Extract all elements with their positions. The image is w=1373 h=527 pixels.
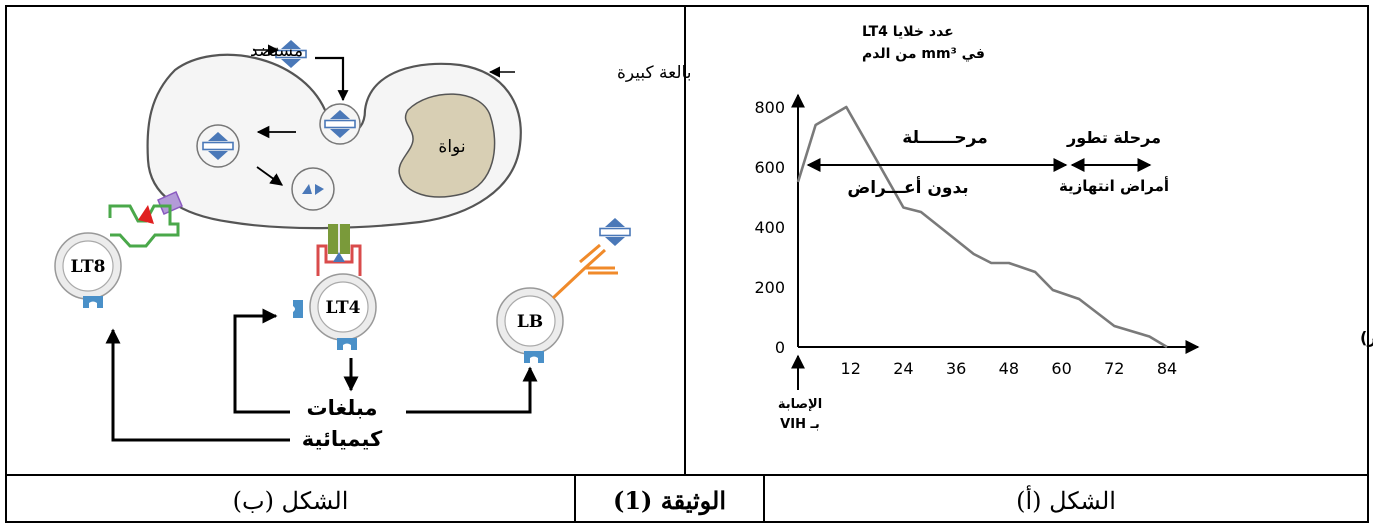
chemical-messengers-line1: مبلغات	[307, 396, 378, 420]
x-tick-label: 84	[1157, 359, 1177, 378]
arrow-to-lt4	[233, 308, 290, 414]
phase2-label-line1: مرحلة تطور	[1066, 128, 1161, 147]
lb-label: LB	[517, 312, 543, 332]
x-tick-label: 72	[1104, 359, 1124, 378]
lt8-label: LT8	[70, 257, 105, 277]
y-tick-labels: 0 200 400 600 800	[754, 98, 785, 357]
antigen-label: مستضد	[250, 41, 303, 61]
lt4-label: LT4	[325, 298, 360, 318]
fragment-icon-1	[302, 184, 312, 194]
y-axis-title-line2: في mm³ من الدم	[862, 46, 985, 62]
lb-receptor-icon	[524, 351, 544, 363]
x-tick-label: 36	[946, 359, 966, 378]
infection-label-line1: الإصابة	[778, 397, 822, 412]
fragment-icon-2	[315, 184, 324, 195]
figure-b-diagram: نواة مستضد بالعة كبيرة LT8	[54, 39, 691, 451]
caption-figure-b: الشكل (ب)	[232, 487, 349, 515]
mhc1-icon	[157, 191, 183, 215]
lt4-receptor-icon	[293, 300, 303, 318]
arrow-to-lb	[406, 366, 538, 414]
x-tick-label: 12	[841, 359, 861, 378]
lt4-secretion-icon	[337, 338, 357, 350]
macrophage-label: بالعة كبيرة	[617, 63, 691, 83]
document-frame	[5, 5, 1369, 523]
lt4-count-line	[796, 105, 1168, 349]
lt8-receptor-icon	[83, 296, 103, 308]
engulfment-arrow	[315, 56, 349, 102]
x-axis-title: الزمن(شهر)	[1360, 328, 1373, 347]
nucleus	[398, 93, 496, 198]
antigen-peptide-icon	[138, 205, 154, 224]
y-tick-label: 600	[754, 158, 785, 177]
vesicle-arrow-2	[256, 166, 284, 186]
presented-antigen-icon	[333, 252, 345, 262]
lb-nucleus	[504, 295, 556, 347]
phase2-label-line2: أمراض انتهازية	[1059, 176, 1169, 195]
infection-label-line2: بـ VIH	[780, 417, 820, 432]
figure-a-chart: 0 200 400 600 800 12 24 36 48 60 72 84 عدد خلايا L…	[754, 24, 1373, 432]
tcr-lt8-icon	[108, 204, 180, 248]
y-tick-label: 800	[754, 98, 785, 117]
x-tick-labels: 12 24 36 48 60 72 84	[841, 359, 1178, 378]
nucleus-label: نواة	[438, 137, 465, 157]
y-axis-title-line1: عدد خلايا LT4	[862, 24, 954, 40]
phase1-label-line1: مرحــــــلة	[902, 128, 987, 148]
y-tick-label: 200	[754, 278, 785, 297]
x-tick-label: 60	[1051, 359, 1071, 378]
digestion-vesicle	[291, 167, 335, 211]
lt8-nucleus	[62, 240, 114, 292]
phase1-label-line2: بدون أعـــراض	[847, 176, 968, 198]
x-tick-label: 24	[893, 359, 913, 378]
x-tick-label: 48	[999, 359, 1019, 378]
caption-figure-a: الشكل (أ)	[1016, 487, 1116, 515]
lt4-nucleus	[317, 281, 369, 333]
arrow-to-lt8	[105, 328, 290, 442]
antibody-icon	[551, 243, 618, 300]
bound-antigen-icon	[599, 217, 631, 247]
caption-document: الوثيقة (1)	[612, 486, 727, 515]
y-tick-label: 400	[754, 218, 785, 237]
y-tick-label: 0	[775, 338, 785, 357]
chemical-messengers-line2: كيميائية	[302, 427, 383, 451]
